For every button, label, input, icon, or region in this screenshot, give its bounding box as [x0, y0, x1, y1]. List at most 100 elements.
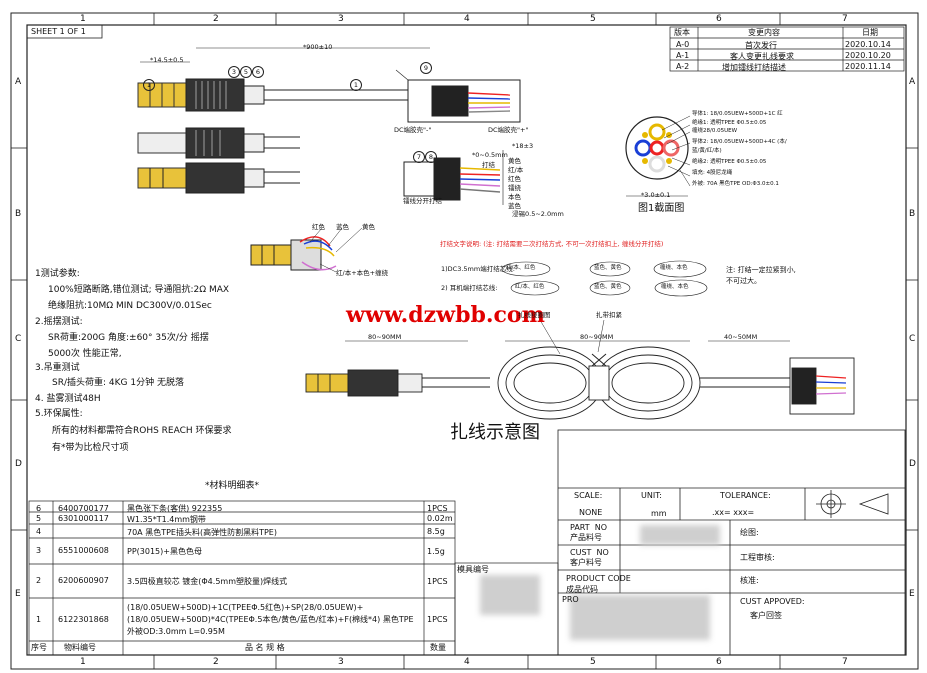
tolerance-value: .xx= xxx= — [712, 508, 755, 517]
redacted-block — [570, 595, 710, 640]
section-line: 填充: 4股尼龙绳 — [692, 170, 733, 176]
tie-wrap-diagram — [305, 319, 855, 420]
wire-label: 黄色 — [508, 157, 521, 165]
bom-header: 品 名 规 格 — [245, 643, 285, 652]
scale-value: NONE — [579, 508, 603, 517]
plug-wire-blue: 蓝色 — [336, 223, 349, 231]
dc-pos-label: DC端胶壳"+" — [488, 126, 529, 134]
rev-header: 版本 — [674, 28, 690, 37]
req-line: 5000次 性能正常, — [48, 349, 122, 359]
section-line: 缠绕28/0.05UEW — [692, 128, 738, 134]
approve-label: 核准: — [740, 576, 759, 585]
balloon: 8 — [425, 151, 437, 163]
balloon: 9 — [420, 62, 432, 74]
dim-strip-len: *0~0.5mm — [472, 151, 508, 159]
dim-dia: *3.0±0.1 — [641, 191, 671, 199]
knot-pill: 蓝色、黄色 — [594, 284, 622, 290]
dim-plug-len: *14.5±0.5 — [150, 56, 184, 64]
section-line: 导体1: 18/0.05UEW+500D+1C 红 — [692, 111, 783, 117]
col-label: 1 — [80, 657, 86, 667]
part-no-label: PART NO 产品料号 — [570, 523, 608, 543]
dc-connector-mid — [403, 150, 504, 205]
bom-no: 6 — [36, 504, 42, 513]
tin-label: 浸锡0.5~2.0mm — [512, 210, 564, 218]
row-label: C — [909, 334, 916, 344]
tolerance-label: TOLERANCE: — [720, 491, 771, 500]
tie-label: 扎线绕圈图 — [518, 311, 551, 319]
dim-cable-len: *900±10 — [303, 43, 333, 51]
grid-ticks — [11, 13, 918, 669]
knot-pill: 缠绕、本色 — [661, 284, 689, 290]
rev-ver: A-1 — [676, 51, 690, 60]
knot-pill: 缠绕、本色 — [660, 265, 688, 271]
cust-sign-label: 客户回签 — [750, 611, 782, 620]
knot-pills — [501, 260, 708, 297]
rev-ver: A-0 — [676, 40, 690, 49]
sheet-label: SHEET 1 OF 1 — [31, 27, 86, 36]
req-line: 2.摇摆测试: — [35, 317, 83, 327]
bom-qty: 1.5g — [427, 547, 445, 556]
unit-value: mm — [651, 509, 667, 518]
knot-row2: 2) 耳机端打结芯线: — [441, 284, 498, 292]
col-label: 6 — [716, 14, 722, 24]
tie-title: 扎线示意图 — [450, 422, 540, 443]
dim-len-c: 40~50MM — [724, 333, 758, 341]
engineer-label: 工程审核: — [740, 553, 775, 562]
balloon: 1 — [350, 79, 362, 91]
knot-label: 打结 — [482, 161, 495, 169]
cross-section — [625, 115, 691, 197]
plug-wire-red: 红色 — [312, 223, 325, 231]
req-line: SR/插头荷重: 4KG 1分钟 无脱落 — [52, 378, 184, 388]
bom-code: 6122301868 — [58, 615, 109, 624]
bom-code: 6200600907 — [58, 576, 109, 585]
bom-header: 物料编号 — [64, 643, 96, 652]
dim-cut-len: *18±3 — [512, 142, 534, 150]
row-label: D — [909, 459, 916, 469]
knot-pill: 蓝色、黄色 — [594, 265, 622, 271]
dc-neg-label: DC端胶壳"-" — [394, 126, 432, 134]
tie-label: 扎带扣紧 — [596, 311, 622, 319]
bom-spec: (18/0.05UEW+500D)+1C(TPEEΦ.5红色)+SP(28/0.… — [127, 603, 414, 636]
bom-spec: PP(3015)+黑色色母 — [127, 547, 202, 556]
bom-no: 3 — [36, 546, 42, 555]
rev-ver: A-2 — [676, 62, 690, 71]
bom-qty: 0.02m — [427, 514, 453, 523]
bom-spec: 70A 黑色TPE插头料(高弹性防割黑料TPE) — [127, 528, 277, 537]
col-label: 7 — [842, 657, 848, 667]
watermark-text: www.dzwbb.com — [346, 302, 545, 328]
bom-spec: W1.35*T1.4mm钢带 — [127, 515, 206, 524]
balloon: 6 — [252, 66, 264, 78]
col-label: 3 — [338, 657, 344, 667]
knot-pill: 红/本、红色 — [506, 265, 536, 271]
row-label: A — [15, 77, 22, 87]
cust-no-label: CUST NO 客户料号 — [570, 548, 609, 568]
row-label: C — [15, 334, 22, 344]
bom-no: 1 — [36, 615, 42, 624]
knot-pill: 红/本、红色 — [515, 284, 545, 290]
section-line: 蓝/黄/红/本) — [692, 148, 722, 154]
knot-note: 注: 打结一定拉紧到小, 不可过大。 — [726, 266, 796, 286]
req-line: 5.环保属性: — [35, 409, 83, 419]
req-line: 所有的材料都需符合ROHS REACH 环保要求 — [52, 426, 232, 436]
prod-partial-label: PRO — [562, 595, 579, 604]
bom-code: 6301000117 — [58, 514, 109, 523]
col-label: 3 — [338, 14, 344, 24]
knot-notes-title: 打结文字说明: (注: 打结需要二次打结方式, 不可一次打结扣上, 缠线分开打结… — [440, 240, 664, 248]
wire-label: 红/本 — [508, 166, 524, 174]
bom-header: 序号 — [31, 643, 47, 652]
section-caption: 图1截面图 — [638, 203, 685, 214]
section-line: 导体2: 18/0.05UEW+500D+4C (本/ — [692, 139, 787, 145]
col-label: 6 — [716, 657, 722, 667]
section-line: 外被: 70A 黑色TPE OD:Φ3.0±0.1 — [692, 181, 779, 187]
col-label: 2 — [213, 657, 219, 667]
col-label: 1 — [80, 14, 86, 24]
revision-table — [669, 26, 905, 72]
cust-approve-label: CUST APPOVED: — [740, 597, 805, 606]
redacted-block — [640, 525, 720, 545]
plug-wiring-detail — [250, 227, 363, 273]
section-line: 绝缘1: 透明TPEE Φ0.5±0.05 — [692, 120, 767, 126]
rev-change: 客人变更扎线要求 — [730, 52, 794, 61]
row-label: E — [15, 589, 21, 599]
dim-len-a: 80~90MM — [368, 333, 402, 341]
redacted-block — [480, 575, 540, 615]
